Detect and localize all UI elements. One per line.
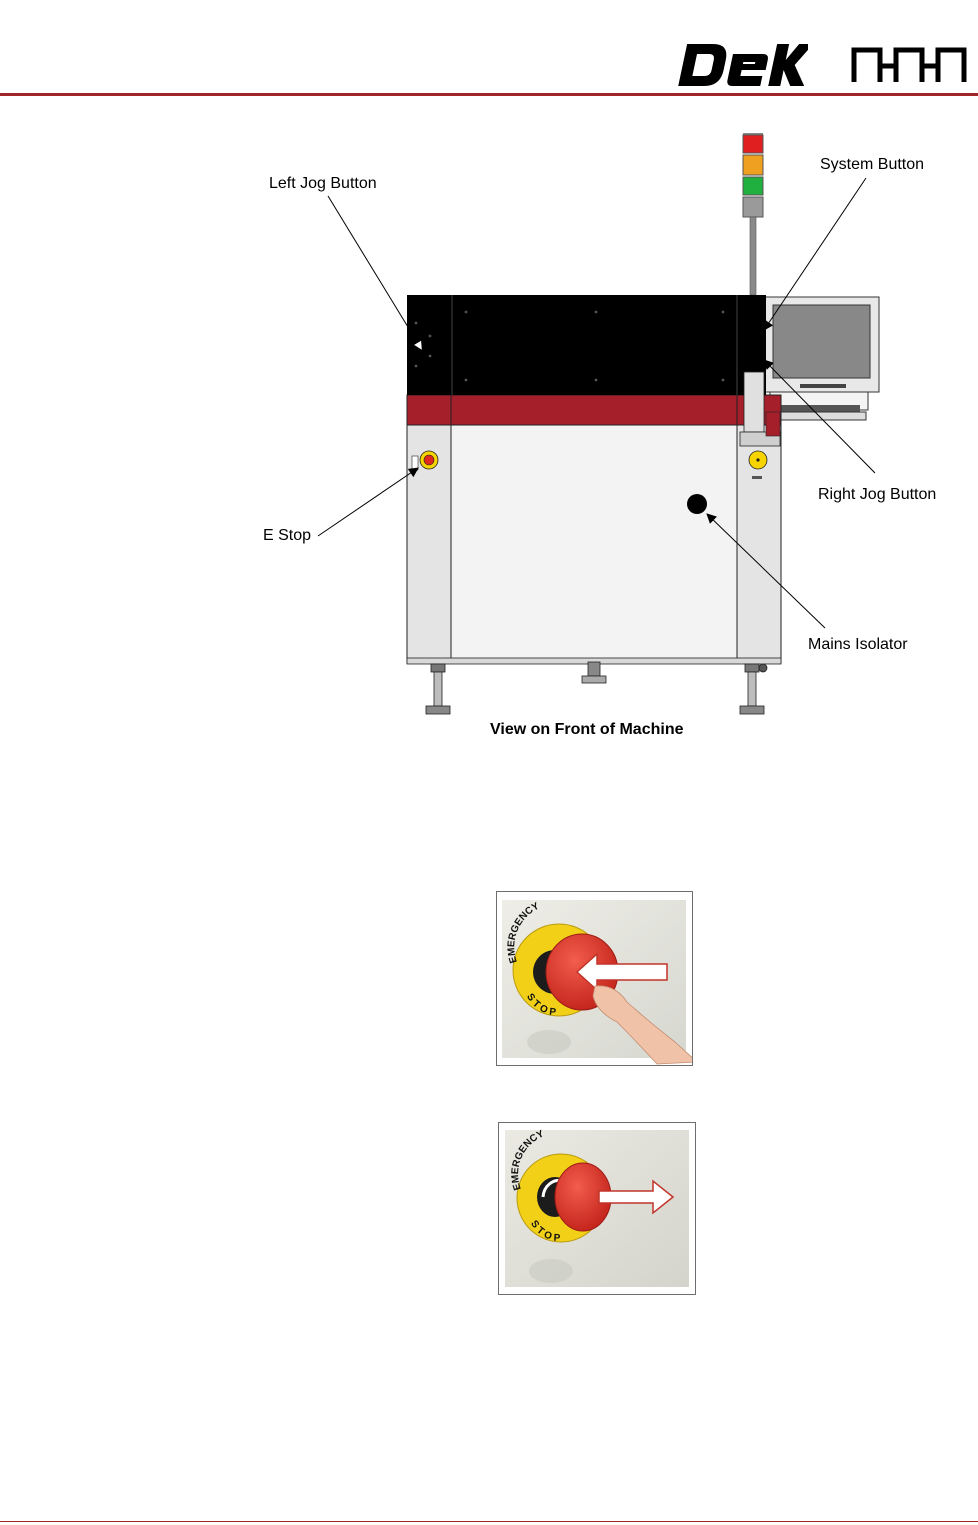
estop-press-photo: EMERGENCY STOP [496, 891, 693, 1066]
machine-feet [426, 662, 767, 714]
right-jog-button-label: Right Jog Button [818, 486, 936, 504]
dek-logo [674, 40, 808, 90]
header-rule [0, 93, 978, 96]
machine-front-diagram [240, 125, 978, 725]
secondary-brand-logo [850, 42, 976, 84]
estop-release-photo: EMERGENCY STOP [498, 1122, 696, 1295]
left-jog-button-label: Left Jog Button [269, 175, 377, 193]
footer-rule [0, 1521, 978, 1522]
diagram-caption: View on Front of Machine [490, 721, 684, 739]
beacon-tower [743, 133, 763, 295]
page-header [0, 0, 978, 100]
mains-isolator-label: Mains Isolator [808, 636, 908, 654]
e-stop-label: E Stop [263, 527, 311, 545]
system-button-label: System Button [820, 156, 924, 174]
